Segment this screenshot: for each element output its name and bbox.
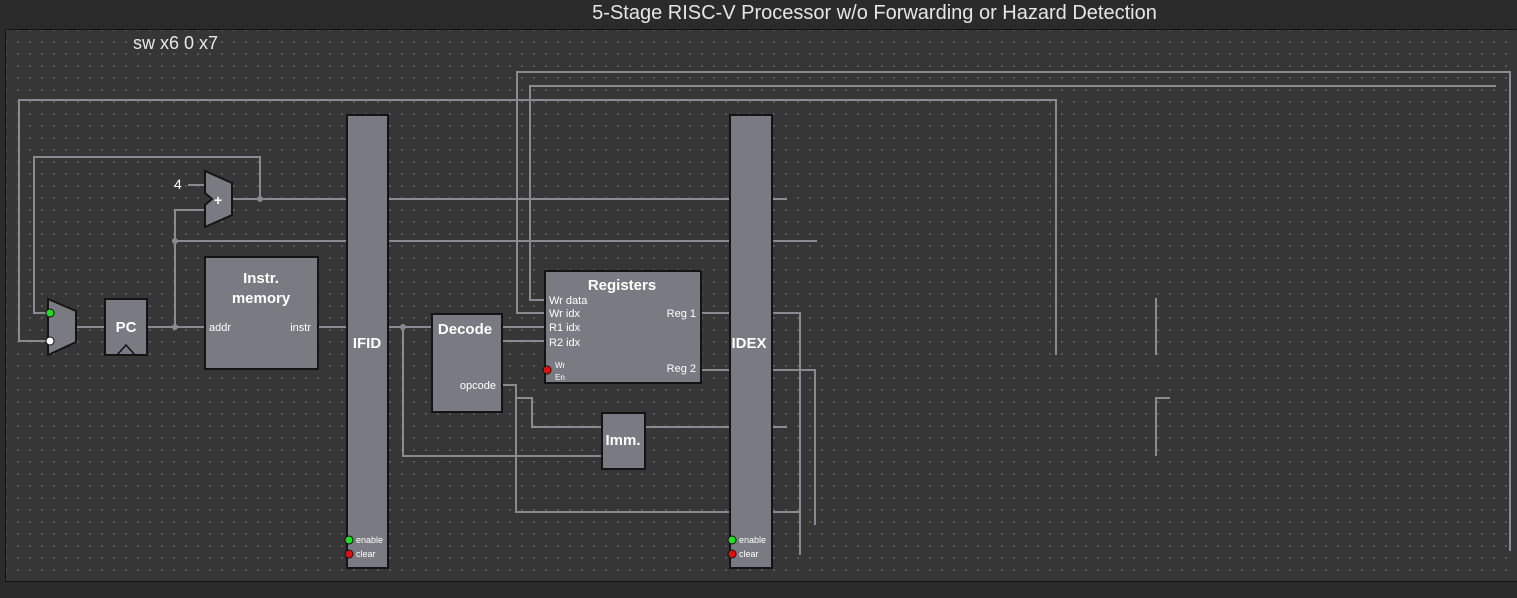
- clock-triangle-icon: [116, 343, 136, 356]
- adder-constant-label: 4: [174, 176, 182, 192]
- mux-input-0-indicator: [45, 308, 55, 318]
- wr-en-label-line2: En: [555, 373, 565, 382]
- r2-idx-port-label: R2 idx: [549, 337, 581, 349]
- wr-data-port-label: Wr data: [549, 295, 588, 307]
- pc-label: PC: [116, 319, 137, 336]
- adder[interactable]: 4 +: [174, 169, 233, 229]
- r1-idx-port-label: R1 idx: [549, 322, 581, 334]
- pc-register[interactable]: PC: [104, 298, 148, 356]
- register-file[interactable]: Registers Wr data Wr idx R1 idx R2 idx W…: [542, 270, 702, 384]
- adder-plus-symbol: +: [214, 192, 222, 208]
- ifid-enable-indicator: [344, 535, 354, 545]
- ifid-clear-label: clear: [356, 549, 376, 559]
- page-title: 5-Stage RISC-V Processor w/o Forwarding …: [592, 2, 1157, 24]
- reg2-port-label: Reg 2: [667, 363, 696, 375]
- idex-register[interactable]: IDEX enable clear: [727, 114, 773, 569]
- addr-port-label: addr: [209, 322, 231, 334]
- idex-label: IDEX: [731, 335, 766, 352]
- pc-mux[interactable]: [45, 297, 77, 357]
- idex-enable-indicator: [727, 535, 737, 545]
- ifid-register[interactable]: IFID enable clear: [344, 114, 389, 569]
- wr-idx-port-label: Wr idx: [549, 308, 580, 320]
- instruction-memory[interactable]: Instr. memory addr instr: [204, 256, 319, 370]
- ifid-clear-indicator: [344, 549, 354, 559]
- mux-input-1-indicator: [45, 336, 55, 346]
- immediate-generator[interactable]: Imm.: [601, 412, 646, 470]
- ifid-enable-label: enable: [356, 535, 383, 545]
- wr-en-label-line1: Wr: [555, 361, 565, 370]
- ifid-label: IFID: [353, 335, 381, 352]
- idex-clear-label: clear: [739, 549, 759, 559]
- junction-dots: [172, 196, 406, 330]
- instr-memory-label-line2: memory: [232, 290, 291, 307]
- wr-en-indicator: [542, 365, 552, 375]
- idex-clear-indicator: [727, 549, 737, 559]
- instr-memory-label-line1: Instr.: [243, 270, 279, 287]
- registers-label: Registers: [588, 277, 656, 294]
- instr-port-label: instr: [290, 322, 311, 334]
- reg1-port-label: Reg 1: [667, 308, 696, 320]
- program-instruction-label: sw x6 0 x7: [133, 33, 219, 53]
- imm-label: Imm.: [605, 432, 640, 449]
- decode-label: Decode: [438, 321, 492, 338]
- opcode-port-label: opcode: [460, 380, 496, 392]
- idex-enable-label: enable: [739, 535, 766, 545]
- decode-unit[interactable]: Decode opcode: [431, 313, 503, 413]
